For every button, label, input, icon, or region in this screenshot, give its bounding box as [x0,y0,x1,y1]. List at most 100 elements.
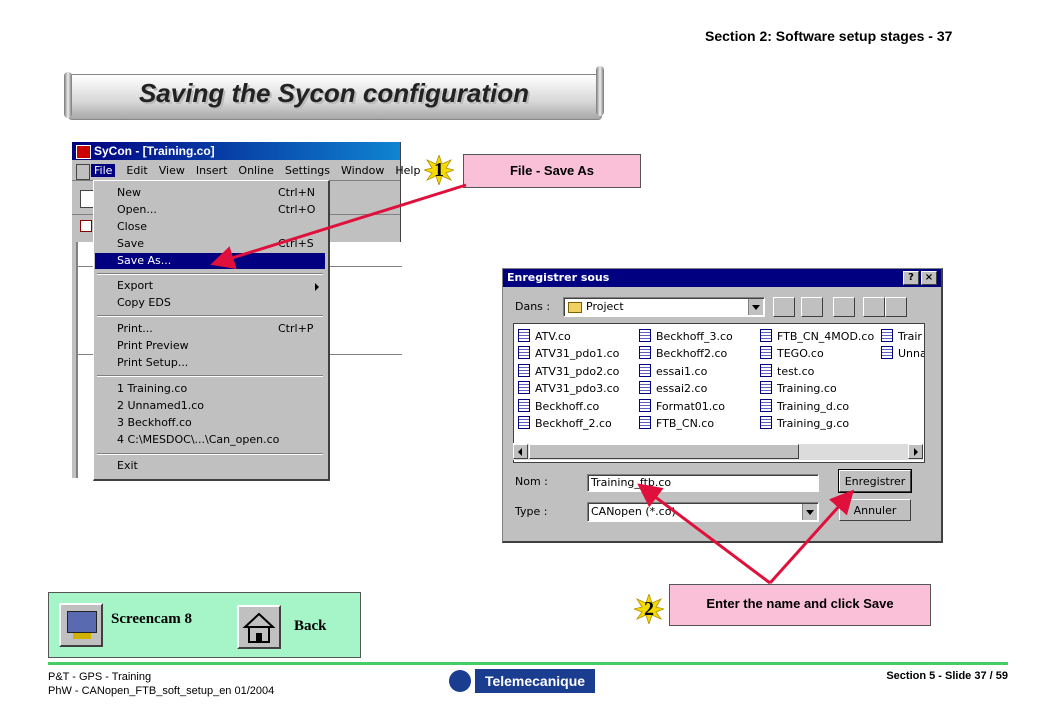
list-item[interactable]: Beckhoff2.co [639,345,733,362]
file-name: Beckhoff_2.co [535,416,612,430]
scroll-left-icon[interactable] [513,444,528,459]
menu-file[interactable]: File [91,163,116,177]
menu-separator [97,315,323,317]
list-item[interactable]: test.co [760,363,874,380]
dialog-titlebar: Enregistrer sous ? × [503,269,941,287]
dialog-title: Enregistrer sous [507,271,610,284]
folder-icon [568,302,582,313]
list-item[interactable]: TEGO.co [760,345,874,362]
menu-view[interactable]: View [158,163,185,177]
file-name: Trair [898,330,922,343]
toolbar-tool-icon[interactable] [80,220,92,232]
desktop-icon[interactable] [801,297,823,317]
menu-window[interactable]: Window [341,163,385,177]
chevron-down-icon[interactable] [802,504,817,520]
sycon-titlebar: SyCon - [Training.co] [72,142,400,160]
cancel-button[interactable]: Annuler [839,499,911,521]
menu-insert[interactable]: Insert [195,163,228,177]
file-icon [518,415,530,429]
menu-item-export[interactable]: Export [95,278,325,294]
list-item[interactable]: ATV31_pdo1.co [518,345,619,362]
burst-icon [424,155,454,185]
file-type-value: CANopen (*.co) [591,505,676,518]
menu-edit[interactable]: Edit [126,163,148,177]
new-folder-icon[interactable] [833,297,855,317]
file-type-select[interactable]: CANopen (*.co) [587,502,819,522]
file-name: FTB_CN_4MOD.co [777,330,875,343]
file-icon [518,398,530,412]
menu-item-new[interactable]: New Ctrl+N [95,185,325,201]
list-item[interactable]: ATV31_pdo3.co [518,380,619,397]
list-item[interactable]: Beckhoff_2.co [518,415,619,432]
screencam-label[interactable]: Screencam 8 [111,611,192,627]
menu-item-close-label: Close [117,220,147,233]
home-icon[interactable] [237,605,281,649]
close-button[interactable]: × [921,271,937,285]
menu-item-recent-1[interactable]: 1 Training.co [95,381,325,397]
list-item[interactable]: essai1.co [639,363,733,380]
network-icon[interactable] [76,164,90,180]
save-button[interactable]: Enregistrer [838,469,912,493]
list-item[interactable]: FTB_CN_4MOD.co [760,328,874,345]
screencam-icon[interactable] [59,603,103,647]
list-item[interactable]: Beckhoff_3.co [639,328,733,345]
list-item[interactable]: Beckhoff.co [518,398,619,415]
menu-item-print-preview[interactable]: Print Preview [95,338,325,354]
menu-item-exit[interactable]: Exit [95,458,325,474]
scroll-right-icon[interactable] [908,444,923,459]
chevron-down-icon[interactable] [748,299,763,315]
list-item[interactable]: Trair [881,328,924,345]
menu-separator [97,453,323,455]
list-view-icon[interactable] [863,297,885,317]
list-item[interactable]: Training.co [760,380,874,397]
banner-roll-right [596,66,604,116]
menu-online[interactable]: Online [238,163,274,177]
look-in-combo[interactable]: Project [563,297,765,317]
list-item[interactable]: Training_d.co [760,398,874,415]
menu-item-recent-3[interactable]: 3 Beckhoff.co [95,415,325,431]
menu-item-open[interactable]: Open... Ctrl+O [95,202,325,218]
file-name: Training_g.co [777,416,850,430]
list-item[interactable]: essai2.co [639,380,733,397]
menu-item-save-as[interactable]: Save As... [95,253,325,269]
step-1-badge: 1 [424,155,454,185]
list-item[interactable]: Format01.co [639,398,733,415]
recent-file-label: 3 Beckhoff.co [117,416,192,429]
file-name: FTB_CN.co [656,416,715,430]
list-item[interactable]: FTB_CN.co [639,415,733,432]
menu-item-close[interactable]: Close [95,219,325,235]
up-folder-icon[interactable] [773,297,795,317]
file-name-input[interactable]: Training_ftb.co [587,474,819,492]
details-view-icon[interactable] [885,297,907,317]
menu-item-recent-2[interactable]: 2 Unnamed1.co [95,398,325,414]
sycon-app-icon [76,145,91,159]
save-as-dialog: Enregistrer sous ? × Dans : Project ATV.… [502,268,943,543]
menu-item-print[interactable]: Print... Ctrl+P [95,321,325,337]
sycon-title: SyCon - [Training.co] [94,144,215,158]
menu-settings[interactable]: Settings [284,163,331,177]
list-item[interactable]: Training_g.co [760,415,874,432]
banner-body [68,74,602,120]
list-item[interactable]: ATV31_pdo2.co [518,363,619,380]
horizontal-scrollbar[interactable] [513,443,923,460]
scroll-thumb[interactable] [529,444,799,459]
file-list[interactable]: ATV.co ATV31_pdo1.co ATV31_pdo2.co ATV31… [513,323,925,463]
help-button[interactable]: ? [903,271,919,285]
list-item[interactable]: ATV.co [518,328,619,345]
menu-item-copy-eds[interactable]: Copy EDS [95,295,325,311]
menu-help[interactable]: Help [395,163,421,177]
file-name: Beckhoff.co [535,399,600,413]
menu-item-save[interactable]: Save Ctrl+S [95,236,325,252]
menu-item-print-setup[interactable]: Print Setup... [95,355,325,371]
file-name: essai1.co [656,364,708,378]
list-item[interactable]: Unna [881,345,924,362]
type-label: Type : [515,505,548,518]
file-name: TEGO.co [777,347,824,361]
file-name: Format01.co [656,399,726,413]
menu-item-save-shortcut: Ctrl+S [278,237,314,250]
menu-item-save-as-label: Save As... [117,254,172,267]
camera-base [73,633,91,639]
menu-item-recent-4[interactable]: 4 C:\MESDOC\...\Can_open.co [95,432,325,448]
back-button[interactable]: Back [294,618,327,634]
callout-step-1: File - Save As [463,154,641,188]
